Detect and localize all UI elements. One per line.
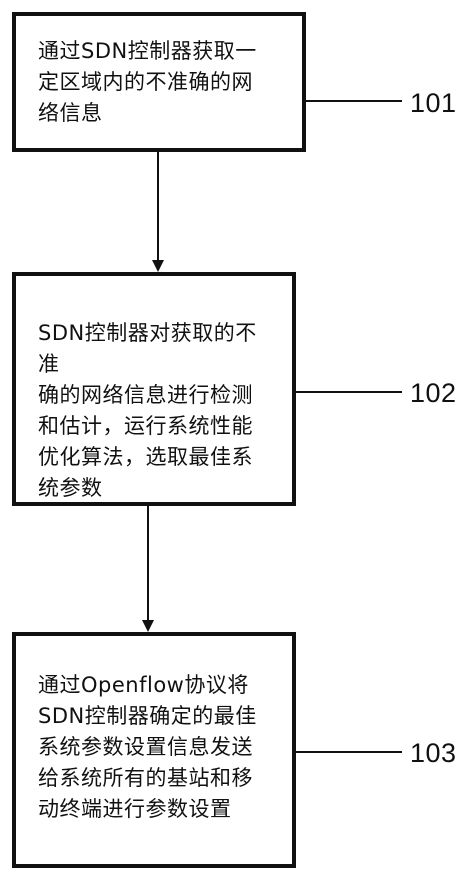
ref-label-102: 102 <box>410 378 457 408</box>
step-box-2: SDN控制器对获取的不准 确的网络信息进行检测 和估计，运行系统性能 优化算法，… <box>12 272 296 506</box>
ref-label-103: 103 <box>410 738 457 768</box>
step-3-text: 通过Openflow协议将 SDN控制器确定的最佳 系统参数设置信息发送 给系统… <box>38 673 257 821</box>
step-1-text: 通过SDN控制器获取一 定区域内的不准确的网 络信息 <box>38 39 257 125</box>
step-box-1: 通过SDN控制器获取一 定区域内的不准确的网 络信息 <box>12 12 306 152</box>
arrow-2-head <box>142 620 154 632</box>
step-box-3: 通过Openflow协议将 SDN控制器确定的最佳 系统参数设置信息发送 给系统… <box>12 632 296 868</box>
ref-label-101: 101 <box>410 88 457 118</box>
step-2-text: SDN控制器对获取的不准 确的网络信息进行检测 和估计，运行系统性能 优化算法，… <box>38 321 257 500</box>
arrow-1-head <box>152 260 164 272</box>
